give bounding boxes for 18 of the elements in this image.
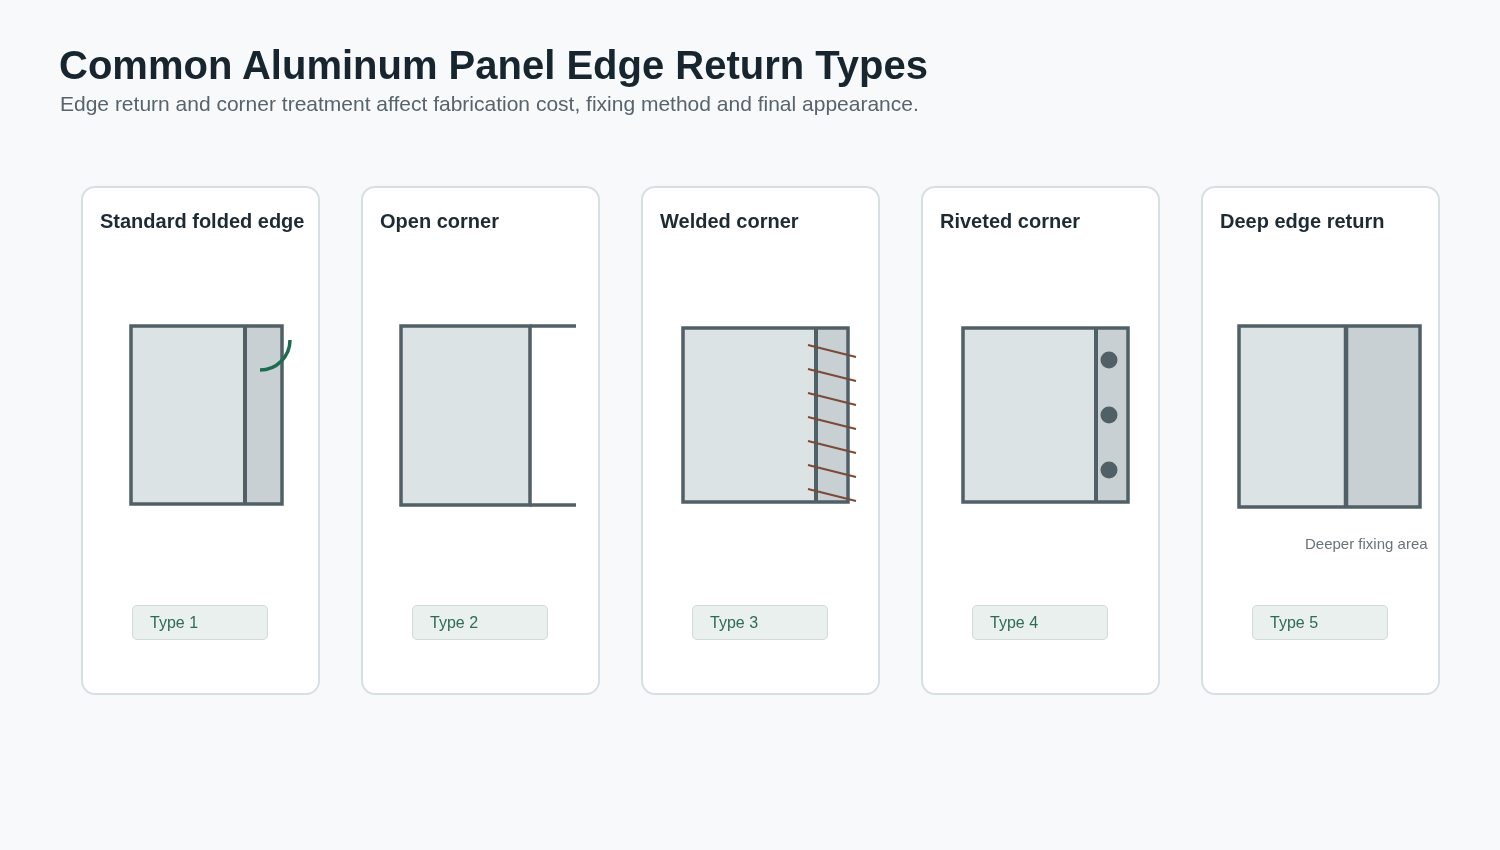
card-title: Welded corner [660, 209, 799, 233]
type-tag: Type 5 [1252, 605, 1388, 640]
type-tag: Type 4 [972, 605, 1108, 640]
type-card [641, 186, 880, 695]
type-tag: Type 3 [692, 605, 828, 640]
card-title: Open corner [380, 209, 499, 233]
page-title: Common Aluminum Panel Edge Return Types [59, 43, 928, 87]
type-tag: Type 1 [132, 605, 268, 640]
type-tag: Type 2 [412, 605, 548, 640]
card-title: Riveted corner [940, 209, 1081, 233]
type-card [921, 186, 1160, 695]
card-title: Standard folded edge [100, 209, 305, 233]
subtitle-text: Edge return and corner treatment affect fabrication cost, fixing method and final appearance. [60, 91, 919, 117]
annotation-text: Deeper fixing area [1305, 535, 1428, 553]
type-card [81, 186, 320, 695]
card-title: Deep edge return [1220, 209, 1385, 233]
type-card [361, 186, 600, 695]
type-card [1201, 186, 1440, 695]
